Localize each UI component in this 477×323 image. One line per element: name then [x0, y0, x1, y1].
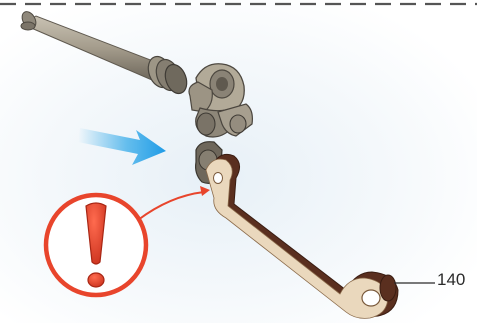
rod-collar [144, 53, 190, 96]
lever-arm-part-140 [206, 154, 398, 318]
warning-exclamation-icon [46, 195, 146, 295]
shaft-rod [19, 9, 190, 96]
motion-arrow-icon [78, 128, 166, 165]
part-number-label: 140 [437, 270, 465, 290]
warning-leader [138, 186, 210, 220]
